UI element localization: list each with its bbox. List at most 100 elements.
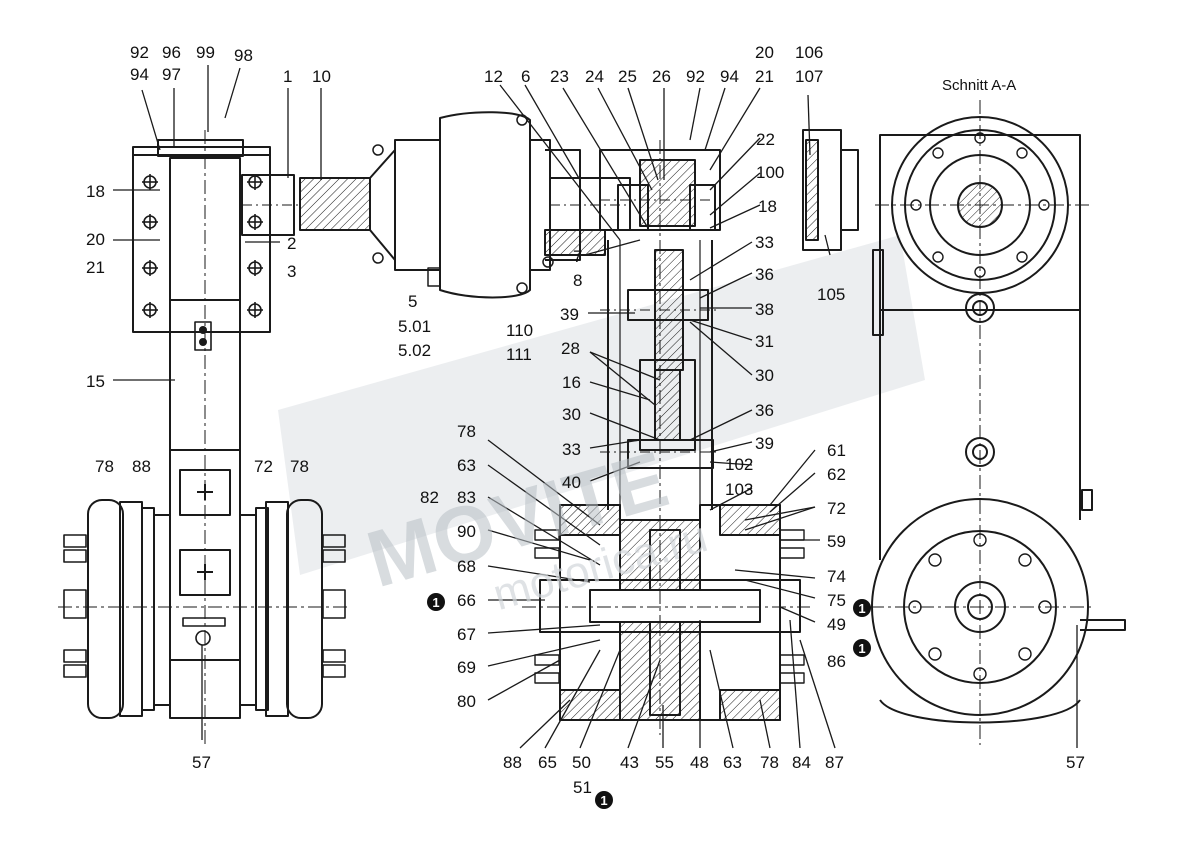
left-view [58,130,350,745]
part-label: 36 [755,265,774,284]
part-label: 75 [827,591,846,610]
part-label: 57 [192,753,211,772]
part-label: 103 [725,480,753,499]
part-label: 5.01 [398,317,431,336]
part-label: 88 [132,457,151,476]
part-label: 106 [795,43,823,62]
part-label: 49 [827,615,846,634]
marker-circles [427,593,871,809]
part-label: 8 [573,271,582,290]
part-label: 50 [572,753,591,772]
part-label: 26 [652,67,671,86]
part-label: 38 [755,300,774,319]
part-label: 6 [521,67,530,86]
part-label: 105 [817,285,845,304]
part-label: 96 [162,43,181,62]
part-label: 36 [755,401,774,420]
part-label: 92 [686,67,705,86]
part-label: 10 [312,67,331,86]
part-label: 110 [506,321,533,340]
part-label: 22 [756,130,775,149]
part-label: 15 [86,372,105,391]
part-label: 78 [457,422,476,441]
leader-lines [113,65,1078,749]
marker-number: 1 [858,601,865,616]
part-label: 78 [95,457,114,476]
part-label: 94 [720,67,739,86]
part-label: 23 [550,67,569,86]
part-label: 5.02 [398,341,431,360]
part-label: 78 [760,753,779,772]
marker-number: 1 [858,641,865,656]
part-label: 98 [234,46,253,65]
part-label: 78 [290,457,309,476]
part-label: 61 [827,441,846,460]
part-label: 31 [755,332,774,351]
center-section [522,140,810,735]
coupling-flange-105 [802,129,859,251]
part-label: 43 [620,753,639,772]
part-label: 99 [196,43,215,62]
part-label: 82 [420,488,439,507]
part-label: 30 [755,366,774,385]
part-label: 62 [827,465,846,484]
part-label: 5 [408,292,417,311]
part-label: 97 [162,65,181,84]
section-a-a-view [870,100,1126,745]
part-label: 59 [827,532,846,551]
part-label: 74 [827,567,846,586]
motor [299,111,631,299]
marker-text-group: 1 1 1 1 [432,595,865,808]
part-label: 63 [723,753,742,772]
part-label: 16 [562,373,581,392]
part-label: 66 [457,591,476,610]
part-label: 57 [1066,753,1085,772]
part-label: 92 [130,43,149,62]
part-label: 39 [755,434,774,453]
part-label: 33 [755,233,774,252]
part-label: 90 [457,522,476,541]
part-label: 33 [562,440,581,459]
part-label: 65 [538,753,557,772]
part-label: 100 [756,163,784,182]
part-label: 83 [457,488,476,507]
section-title: Schnitt A-A [942,77,1016,94]
part-label: 21 [86,258,105,277]
part-label: 55 [655,753,674,772]
part-label: 88 [503,753,522,772]
part-label: 68 [457,557,476,576]
part-label: 102 [725,455,753,474]
part-label: 21 [755,67,774,86]
part-label: 80 [457,692,476,711]
part-label: 63 [457,456,476,475]
part-label: 25 [618,67,637,86]
part-label: 72 [254,457,273,476]
part-label: 24 [585,67,604,86]
part-label: 84 [792,753,811,772]
part-label: 39 [560,305,579,324]
part-label: 87 [825,753,844,772]
part-label: 18 [86,182,105,201]
part-label: 28 [561,339,580,358]
part-label: 2 [287,234,296,253]
part-label: 20 [86,230,105,249]
part-label: 3 [287,262,296,281]
part-label: 48 [690,753,709,772]
marker-number: 1 [432,595,439,610]
part-label: 18 [758,197,777,216]
part-label: 107 [795,67,823,86]
part-label: 1 [283,67,292,86]
marker-number: 1 [600,793,607,808]
part-label: 94 [130,65,149,84]
part-label: 111 [506,345,532,364]
part-label: 40 [562,473,581,492]
part-label: 7 [573,247,582,266]
watermark-band [278,235,925,575]
part-label: 12 [484,67,503,86]
part-label: 69 [457,658,476,677]
part-label: 30 [562,405,581,424]
